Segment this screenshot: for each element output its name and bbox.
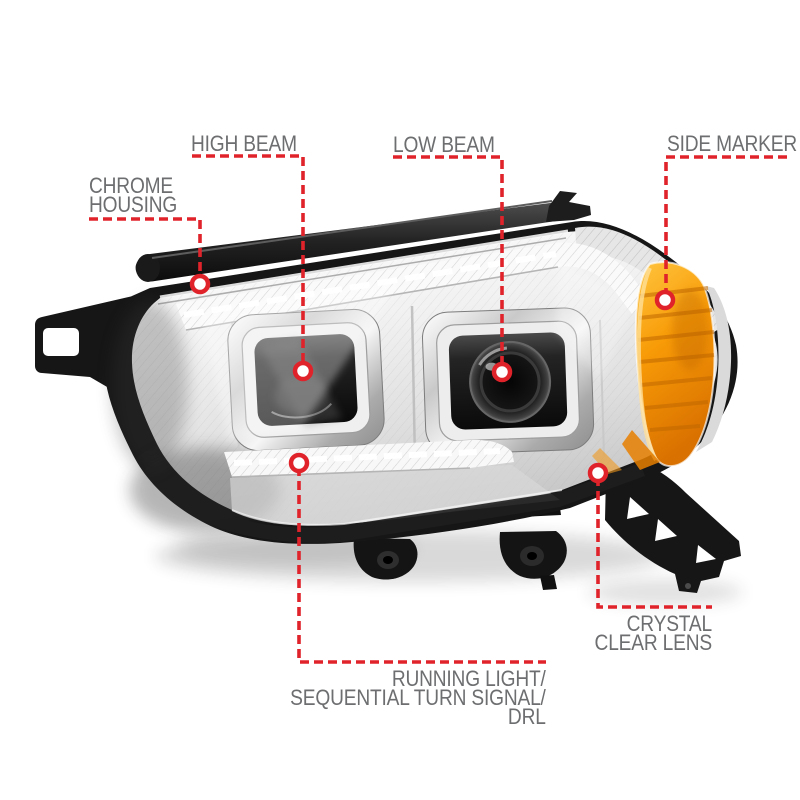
callout-label-side-marker: SIDE MARKER	[667, 131, 797, 156]
callout-label-chrome-housing: CHROME HOUSING	[89, 173, 178, 217]
callout-line-low-beam	[393, 155, 504, 368]
callout-dot-side-marker	[654, 289, 676, 311]
callout-line-chrome-housing	[89, 217, 202, 280]
callout-label-crystal-clear-lens: CRYSTAL CLEAR LENS	[594, 611, 713, 655]
side-marker-lens	[592, 261, 732, 474]
label-line: SIDE MARKER	[667, 131, 797, 156]
top-mounting-bar	[135, 191, 591, 282]
label-line: CHROME	[89, 173, 174, 198]
callout-line-high-beam	[192, 154, 305, 367]
callout-lines	[89, 154, 787, 664]
label-line: LOW BEAM	[393, 132, 495, 157]
callout-label-running-light-drl: RUNNING LIGHT/ SEQUENTIAL TURN SIGNAL/ D…	[290, 666, 546, 729]
callout-label-low-beam: LOW BEAM	[393, 132, 495, 157]
callout-line-side-marker	[664, 155, 787, 297]
label-line: HIGH BEAM	[191, 131, 297, 156]
callout-line-crystal-clear-lens	[596, 477, 712, 609]
callout-dots	[189, 273, 676, 484]
callout-dot-chrome-housing	[189, 273, 211, 295]
label-line: CLEAR LENS	[594, 630, 713, 655]
callout-dot-high-beam	[292, 360, 314, 382]
callout-dot-running-light	[288, 452, 310, 474]
label-line: RUNNING LIGHT/	[392, 666, 546, 691]
label-line: CRYSTAL	[626, 611, 712, 636]
callout-label-high-beam: HIGH BEAM	[191, 131, 297, 156]
low-beam-projector	[421, 307, 595, 455]
callout-dot-crystal-clear-lens	[587, 462, 609, 484]
label-line: SEQUENTIAL TURN SIGNAL/	[290, 685, 546, 710]
label-line: HOUSING	[89, 192, 178, 217]
callout-dot-low-beam	[491, 361, 513, 383]
lens-reflection	[200, 262, 636, 440]
mounting-bracket-right	[605, 464, 741, 593]
label-line: DRL	[508, 704, 546, 729]
callout-line-running-light	[297, 467, 546, 664]
